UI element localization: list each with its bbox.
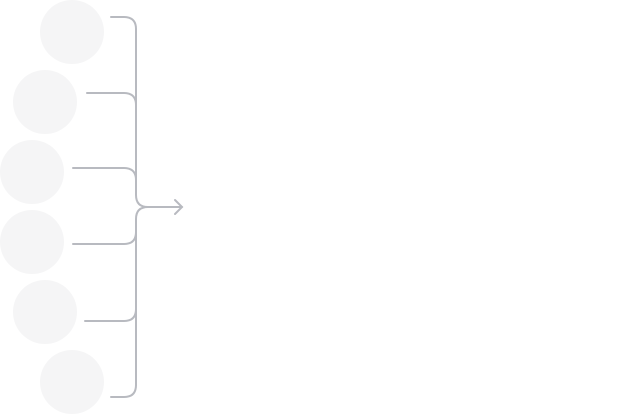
node-circle-2 <box>13 70 77 134</box>
arrow-right-icon <box>174 199 184 215</box>
node-circle-5 <box>13 280 77 344</box>
node-circle-3 <box>0 140 64 204</box>
node-circle-1 <box>40 0 104 64</box>
node-circle-6 <box>40 350 104 414</box>
connector-branch-6 <box>110 384 137 398</box>
connector-branch-1 <box>110 16 137 30</box>
node-circle-4 <box>0 210 64 274</box>
connector-branch-3 <box>72 167 137 181</box>
connector-branch-4 <box>72 231 137 245</box>
connector-branch-2 <box>86 92 137 106</box>
connector-branch-5 <box>84 308 137 322</box>
connector-spine <box>135 28 149 386</box>
